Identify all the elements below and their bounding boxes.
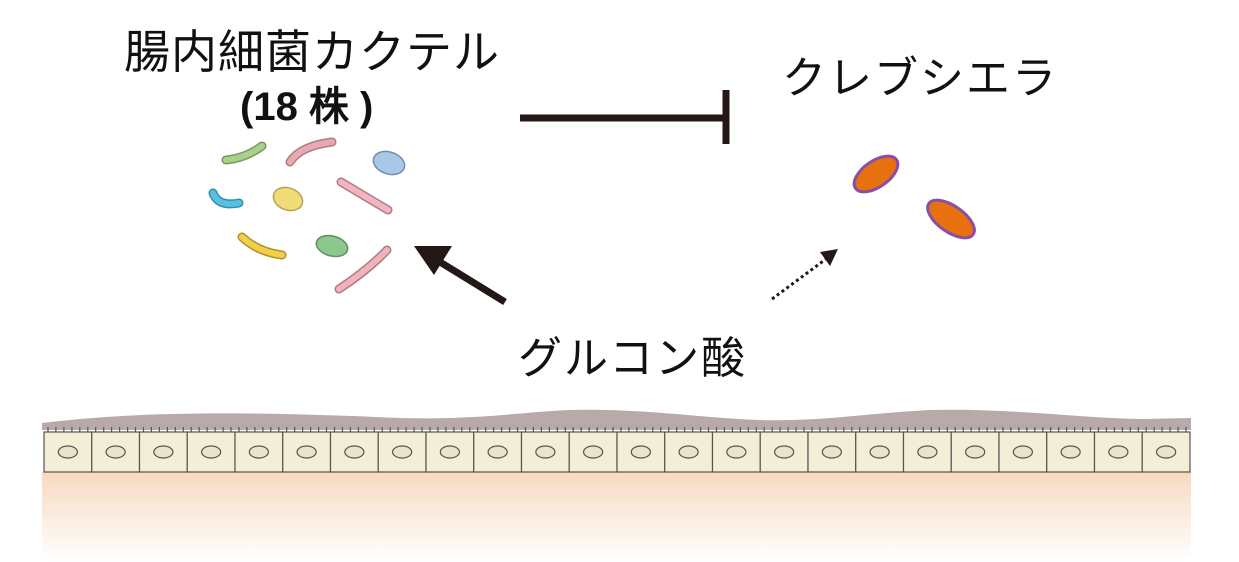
cell-nucleus: [869, 445, 890, 459]
cell-nucleus: [1060, 445, 1081, 459]
cell-nucleus: [200, 445, 222, 459]
bacteria-cocktail: [208, 137, 406, 294]
klebsiella-cell: [852, 154, 900, 194]
mucus-layer: [42, 409, 1191, 430]
cell-nucleus: [391, 445, 413, 459]
epithelial-cell: [807, 427, 857, 473]
cell-nucleus: [726, 445, 747, 459]
gluconic-acid-label: グルコン酸: [518, 333, 748, 384]
cell-nucleus: [535, 445, 556, 459]
solid-arrow: [414, 246, 507, 305]
epithelial-cell: [568, 427, 618, 473]
epithelial-cell: [759, 427, 809, 473]
epithelial-cell: [902, 427, 952, 473]
dotted-arrow: [771, 249, 838, 301]
cell-nucleus: [1012, 445, 1034, 459]
cell-nucleus: [1155, 445, 1177, 459]
bacterium-yellow-coccus: [272, 186, 304, 212]
cell-nucleus: [917, 445, 938, 459]
cell-nucleus: [439, 445, 461, 459]
cell-nucleus: [582, 445, 604, 459]
cell-nucleus: [57, 445, 79, 459]
epithelial-cell: [425, 427, 475, 473]
epithelial-layer: [43, 427, 1191, 473]
epithelial-cell: [91, 427, 141, 473]
cell-nucleus: [344, 445, 365, 459]
epithelial-cell: [1046, 427, 1096, 473]
epithelial-cell: [616, 427, 666, 473]
cell-nucleus: [964, 445, 986, 459]
cell-nucleus: [296, 445, 317, 459]
epithelial-cell: [234, 427, 284, 473]
cocktail-title: 腸内細菌カクテル: [124, 25, 500, 79]
epithelial-cell: [282, 427, 332, 473]
epithelial-cell: [186, 427, 236, 473]
bacterium-green-coccus: [315, 234, 349, 258]
lamina-propria: [42, 472, 1191, 560]
epithelial-cell: [711, 427, 761, 473]
cell-nucleus: [773, 445, 795, 459]
cell-nucleus: [678, 445, 699, 459]
cell-nucleus: [487, 445, 508, 459]
epithelial-cell: [1141, 427, 1191, 473]
cell-nucleus: [105, 445, 126, 459]
cell-nucleus: [248, 445, 270, 459]
epithelial-cell: [138, 427, 188, 473]
strain-count: (18 株 ): [240, 85, 374, 129]
cell-nucleus: [1108, 445, 1129, 459]
klebsiella-cells: [852, 154, 976, 240]
inhibition-line: [520, 90, 730, 144]
epithelial-cell: [950, 427, 1000, 473]
bacterium-blue-coccus: [372, 150, 406, 176]
epithelial-cell: [377, 427, 427, 473]
epithelial-cell: [520, 427, 570, 473]
epithelial-cell: [664, 427, 714, 473]
epithelial-cell: [1093, 427, 1143, 473]
cell-nucleus: [821, 445, 843, 459]
epithelial-cell: [998, 427, 1048, 473]
cell-nucleus: [153, 445, 174, 459]
klebsiella-cell: [926, 198, 976, 240]
cell-nucleus: [630, 445, 652, 459]
epithelial-cell: [473, 427, 523, 473]
klebsiella-label: クレブシエラ: [782, 53, 1058, 104]
